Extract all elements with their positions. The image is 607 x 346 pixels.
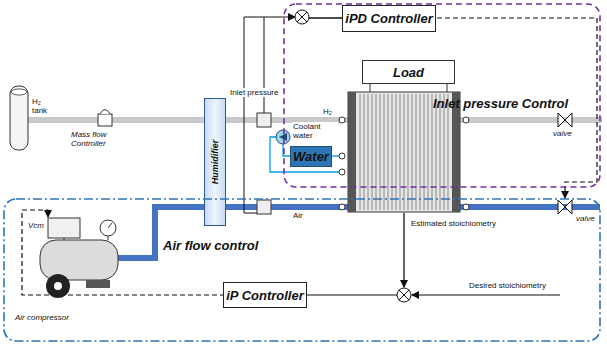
coolant-pump — [276, 130, 290, 144]
stack-port — [339, 169, 345, 175]
signal-label: Vcm — [27, 221, 45, 230]
region-outline — [4, 199, 600, 341]
air-compressor — [86, 280, 110, 288]
hydrogen-tank — [10, 86, 28, 150]
controller-box: iPD Controller — [342, 5, 435, 32]
signal-line — [291, 18, 560, 295]
mass-flow-controller — [100, 110, 110, 115]
summing-junction — [397, 288, 411, 302]
air-compressor — [108, 236, 109, 240]
signal-label: Desired stoichiometry — [468, 281, 547, 290]
summing-junction — [295, 10, 309, 24]
stack-port — [339, 204, 345, 210]
pressure-feedback-line — [244, 17, 295, 213]
valve-symbol — [558, 113, 565, 127]
stack-port — [339, 153, 345, 159]
control-region: Inlet pressure Control iPD ControllerLoad… — [283, 3, 601, 188]
air-compressor — [64, 238, 65, 240]
load-wire — [370, 84, 371, 92]
node-text: Humidifier — [210, 140, 220, 185]
valve-symbol — [565, 113, 572, 127]
part-label: Coolant water — [292, 122, 338, 140]
stack-port — [339, 117, 345, 123]
signal-label: Air — [292, 211, 304, 220]
air-compressor — [108, 223, 112, 228]
air-compressor — [54, 282, 62, 290]
fuel-cell-stack — [348, 92, 356, 212]
load-wire — [447, 84, 448, 92]
fuel-cell-stack — [360, 94, 448, 210]
node-text: iPD Controller — [345, 14, 432, 23]
summing-junction — [399, 290, 409, 300]
controller-box: iP Controller — [223, 282, 307, 308]
air-compressor — [40, 218, 118, 298]
coolant-pump — [279, 133, 287, 141]
hydrogen-tank — [11, 89, 27, 95]
part-label: H₂ tank — [31, 97, 59, 115]
valve-symbol — [558, 200, 565, 214]
node-text: Load — [393, 65, 424, 80]
hydrogen-tank — [10, 86, 28, 150]
summing-junction — [297, 12, 307, 22]
part-label: valve — [575, 214, 596, 223]
region-outline — [284, 4, 600, 187]
summing-junction — [399, 290, 409, 300]
summing-junction — [297, 12, 307, 22]
air-compressor — [48, 218, 80, 238]
air-pipe — [118, 207, 600, 258]
node-text: Water — [293, 149, 329, 164]
stack-port — [339, 117, 469, 210]
node-text: iP Controller — [226, 291, 304, 300]
signal-label: H₂ — [322, 107, 333, 116]
water-tank: Water — [290, 146, 332, 167]
signal-line — [291, 295, 397, 296]
control-line — [22, 18, 597, 295]
hydrogen-pipe — [28, 120, 602, 121]
air-compressor — [40, 240, 118, 280]
part-label: valve — [552, 129, 573, 138]
load-box: Load — [362, 60, 455, 84]
pressure-sensor — [257, 113, 271, 127]
pressure-feedback-line — [244, 17, 295, 213]
humidifier-box: Humidifier — [204, 98, 226, 226]
mass-flow-controller — [98, 114, 112, 126]
mass-flow-controller — [98, 110, 112, 127]
pressure-feedback-line — [264, 17, 265, 113]
part-label: Air compressor — [14, 313, 70, 322]
region-title: Inlet pressure Control — [433, 96, 568, 111]
region-title: Air flow control — [163, 238, 258, 253]
part-label: Mass flow Controller — [70, 130, 122, 148]
signal-label: Estimated stoichiometry — [410, 219, 497, 228]
air-compressor — [100, 220, 116, 236]
signal-line — [412, 295, 560, 296]
valve-symbol — [565, 200, 572, 214]
signal-label: Inlet pressure — [229, 88, 279, 97]
air-compressor — [46, 274, 70, 298]
signal-line — [403, 213, 404, 287]
load-wire — [370, 84, 447, 92]
stack-port — [463, 117, 469, 123]
air-pipe — [118, 207, 600, 258]
stack-port — [463, 204, 469, 210]
coolant-pump — [276, 130, 290, 144]
pressure-sensor — [257, 200, 271, 214]
